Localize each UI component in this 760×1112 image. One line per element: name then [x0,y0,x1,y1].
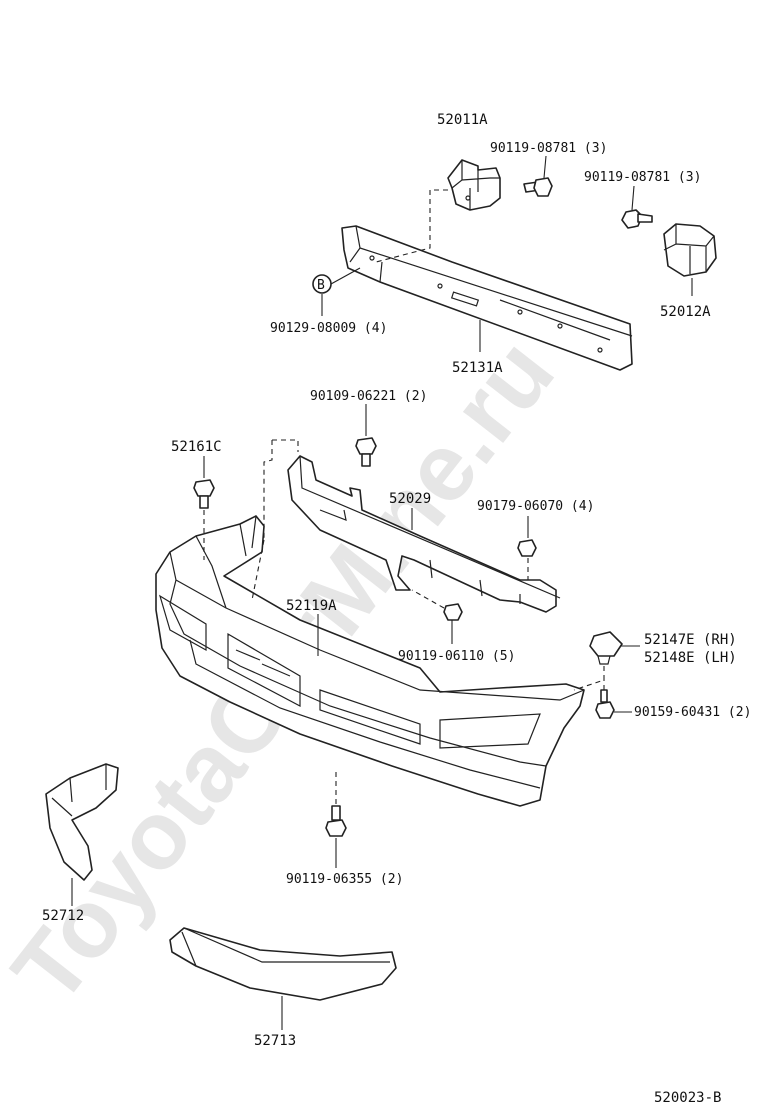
label-52119a: 52119A [286,598,337,614]
bolt-90109-06221[interactable] [355,437,377,467]
bolt-90119-08781-right[interactable] [621,209,653,229]
label-90119-08781-right: 90119-08781 (3) [584,170,701,185]
label-90179-06070: 90179-06070 (4) [477,499,594,514]
bracket-52011a[interactable] [447,159,501,211]
molding-52712[interactable] [45,763,119,881]
nut-90129-08009[interactable]: B [312,274,332,294]
reinforcement-52131a[interactable] [341,225,633,371]
label-52712: 52712 [42,908,84,924]
label-52713: 52713 [254,1033,296,1049]
retainer-52029[interactable] [287,455,561,613]
label-90119-06110: 90119-06110 (5) [398,649,515,664]
nut-90179-06070[interactable] [517,539,537,557]
label-52161c: 52161C [171,439,222,455]
clip-52147e-52148e[interactable] [589,631,623,665]
label-52147e: 52147E (RH) [644,632,737,648]
label-52148e: 52148E (LH) [644,650,737,666]
label-52012a: 52012A [660,304,711,320]
bolt-90119-08781-left[interactable] [523,177,553,197]
label-90119-08781-left: 90119-08781 (3) [490,141,607,156]
bolt-90159-60431[interactable] [595,689,615,719]
label-90119-06355: 90119-06355 (2) [286,872,403,887]
label-52131a: 52131A [452,360,503,376]
bumper-cover-52119a[interactable] [155,515,585,807]
diagram-code: 520023-B [654,1090,721,1106]
molding-52713[interactable] [169,927,397,1001]
label-90109-06221: 90109-06221 (2) [310,389,427,404]
label-90129-08009: 90129-08009 (4) [270,321,387,336]
nut-marker-letter: B [317,278,325,293]
screw-90119-06110[interactable] [443,603,463,621]
label-52029: 52029 [389,491,431,507]
label-52011a: 52011A [437,112,488,128]
label-90159-60431: 90159-60431 (2) [634,705,751,720]
retainer-52161c[interactable] [193,479,215,509]
bracket-52012a[interactable] [663,223,717,277]
screw-90119-06355[interactable] [325,805,347,837]
